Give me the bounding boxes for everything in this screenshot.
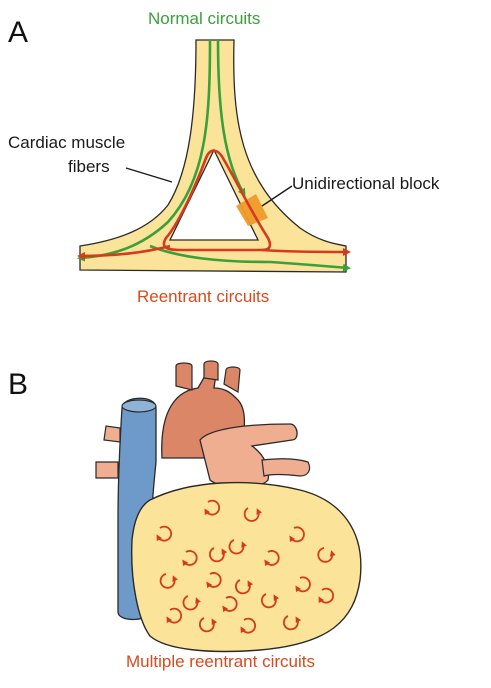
aorta-branch-3 <box>224 367 240 392</box>
left-vein-upper <box>104 426 120 442</box>
aorta-branch-2 <box>204 361 218 380</box>
pulmonary-branch-right <box>262 459 310 476</box>
muscle-fibers-pointer <box>126 168 172 182</box>
pulmonary-artery <box>200 424 297 488</box>
left-vein-lower <box>96 462 118 478</box>
cardiac-fiber-branch <box>80 40 346 272</box>
vena-cava-opening <box>122 400 156 412</box>
aorta-branch-1 <box>176 363 192 390</box>
heart-body <box>132 483 361 652</box>
